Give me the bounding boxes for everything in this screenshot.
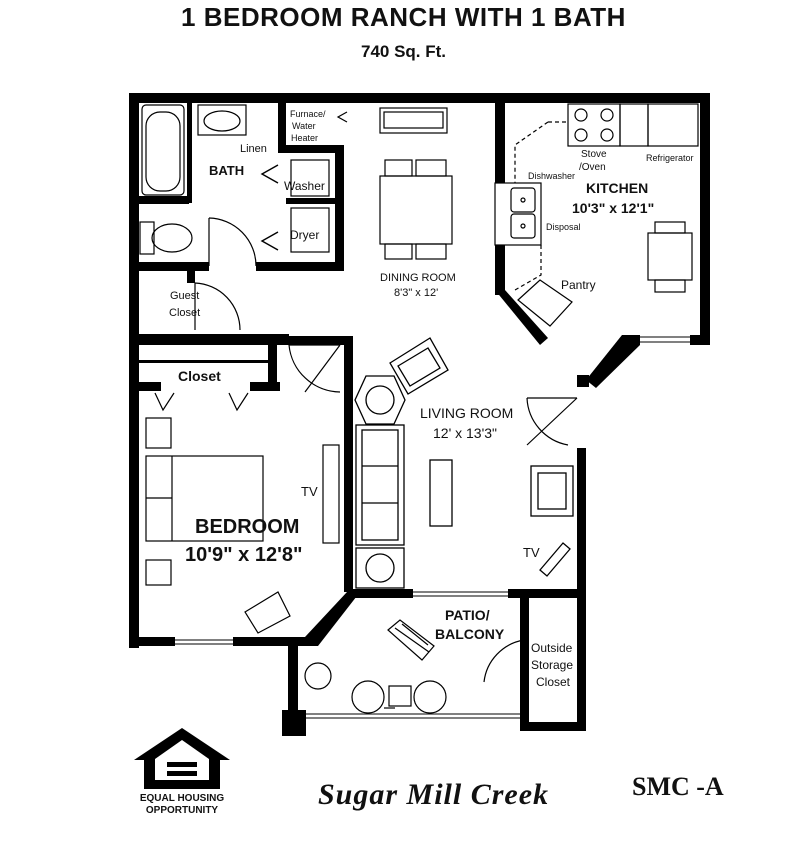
plan-area: 740 Sq. Ft.	[360, 42, 447, 61]
label-washer: Washer	[284, 179, 325, 193]
label-stove-1: Stove	[581, 149, 607, 160]
label-furnace-2: Water	[292, 121, 316, 131]
label-disposal: Disposal	[546, 222, 581, 232]
label-tv-bedroom: TV	[301, 484, 318, 499]
label-furnace-3: Heater	[291, 133, 318, 143]
label-bedroom: BEDROOM	[195, 516, 299, 538]
label-tv-living: TV	[523, 545, 540, 560]
dining-furniture	[379, 107, 453, 260]
laundry-arrows	[260, 164, 279, 251]
windows	[175, 336, 690, 719]
label-storage-3: Closet	[536, 675, 571, 689]
label-dining-size: 8'3" x 12'	[394, 287, 438, 299]
label-living-size: 12' x 13'3"	[433, 425, 497, 441]
label-linen: Linen	[240, 143, 267, 155]
label-patio-1: PATIO/	[445, 607, 490, 623]
label-guest-closet-2: Closet	[169, 307, 200, 319]
label-closet: Closet	[178, 368, 221, 384]
label-storage-2: Storage	[531, 658, 573, 672]
plan-code: SMC -A	[632, 772, 724, 801]
equal-housing-text: EQUAL HOUSING OPPORTUNITY	[122, 793, 242, 817]
label-kitchen-size: 10'3" x 12'1"	[572, 200, 654, 216]
label-patio-2: BALCONY	[435, 626, 505, 642]
eho-line-2: OPPORTUNITY	[145, 805, 219, 816]
label-dining-room: DINING ROOM	[380, 272, 456, 284]
brand-logo: Sugar Mill Creek	[318, 778, 550, 811]
bedroom-furniture	[145, 392, 340, 634]
label-pantry: Pantry	[561, 278, 596, 292]
label-living-room: LIVING ROOM	[420, 405, 513, 421]
bath-fixtures	[139, 104, 348, 255]
label-guest-closet-1: Guest	[170, 290, 199, 302]
label-bedroom-size: 10'9" x 12'8"	[185, 544, 302, 566]
room-labels: BATH Linen Furnace/ Water Heater Washer …	[169, 109, 694, 689]
equal-housing-icon	[134, 728, 230, 789]
eho-line-1: EQUAL HOUSING	[139, 793, 225, 804]
kitchen-fixtures	[494, 103, 699, 327]
label-dryer: Dryer	[290, 228, 319, 242]
label-dishwasher: Dishwasher	[528, 171, 575, 181]
label-storage-1: Outside	[531, 641, 573, 655]
patio-furniture	[304, 619, 447, 714]
living-furniture	[354, 337, 574, 589]
label-kitchen: KITCHEN	[586, 180, 648, 196]
label-stove-2: /Oven	[579, 162, 606, 173]
label-refrigerator: Refrigerator	[646, 153, 694, 163]
label-furnace-1: Furnace/	[290, 109, 326, 119]
plan-title: 1 BEDROOM RANCH WITH 1 BATH	[181, 2, 626, 32]
door-swings	[194, 217, 578, 688]
label-bath: BATH	[209, 163, 244, 178]
